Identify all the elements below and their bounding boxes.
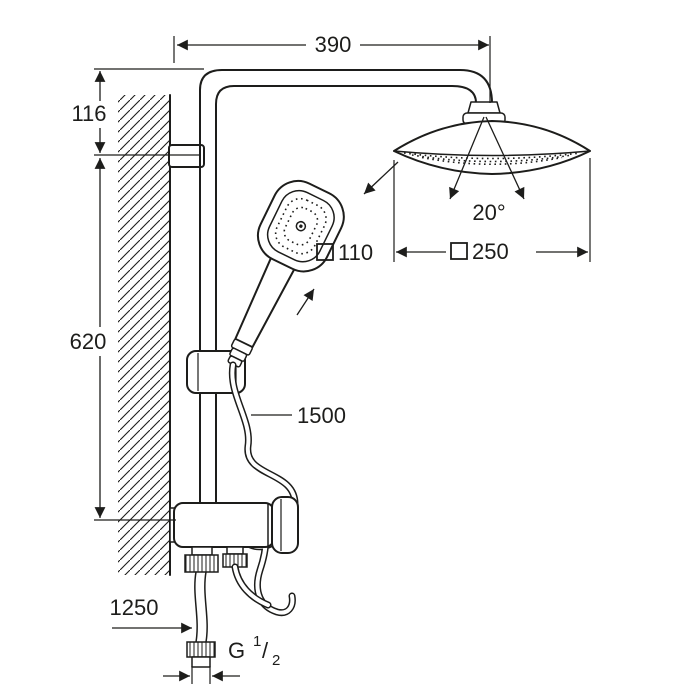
dim-label-upper-offset: 116 — [71, 101, 106, 126]
square-dimension-symbol — [450, 242, 468, 260]
outlet-stub — [191, 546, 213, 556]
center-nozzle-dot — [299, 224, 303, 228]
dim-label-head-shower-size: 250 — [472, 239, 509, 264]
nozzle-row — [421, 156, 563, 166]
head-shower — [393, 101, 591, 175]
square-dimension-symbol — [316, 243, 334, 261]
mixer-body — [173, 502, 275, 548]
rail-wall-bracket — [168, 144, 205, 168]
hand-shower-handle — [234, 255, 297, 349]
dimension-annotations: 390 116 620 110 250 20° 1500 1250 — [70, 32, 591, 684]
thread-stub — [191, 656, 211, 668]
shower-rail-and-arm — [199, 69, 493, 511]
nozzle-ring — [283, 206, 319, 246]
supply-pipe — [186, 563, 272, 668]
dim-label-rail-length: 620 — [70, 329, 107, 354]
mixer-handle — [271, 496, 299, 554]
nozzle-row — [403, 152, 581, 160]
outlet-stub — [226, 546, 244, 555]
hand-shower — [227, 179, 345, 368]
ball-joint — [467, 101, 501, 114]
dim-label-tilt-angle: 20° — [472, 200, 505, 225]
dim-label-supply-length: 1250 — [110, 595, 159, 620]
dim-label-thread: G 1 / 2 — [228, 633, 280, 669]
connection-nut — [184, 554, 219, 573]
dim-label-hose-length: 1500 — [297, 403, 346, 428]
head-shower-rim — [393, 150, 591, 157]
center-nozzle — [295, 220, 307, 232]
dim-angle-line — [449, 116, 485, 200]
dim-arrow-110 — [363, 161, 399, 195]
dim-label-top-width: 390 — [315, 32, 352, 57]
nozzle-ring — [274, 197, 327, 255]
dim-arrow-110 — [296, 288, 315, 316]
dim-angle-line — [485, 116, 525, 200]
shower-hose — [228, 361, 299, 617]
dim-label-hand-shower-size: 110 — [338, 240, 373, 265]
wall-hatching — [118, 94, 171, 576]
thread-nut — [186, 641, 216, 658]
mixer-valve — [169, 496, 299, 573]
